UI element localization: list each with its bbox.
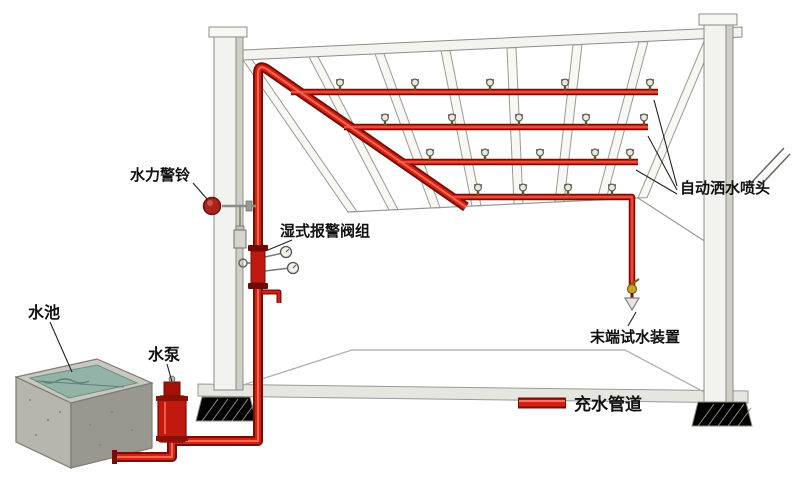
right-column-footing (691, 401, 753, 427)
water-surface (28, 364, 139, 399)
wet-alarm-valve-group (238, 245, 300, 289)
legend-label-charged-pipe: 充水管道 (574, 394, 642, 414)
label-water-pool: 水池 (28, 303, 60, 322)
labels: 水力警铃 湿式报警阀组 水池 水泵 自动洒水喷头 末端试水装置 (28, 166, 770, 364)
charged-water-pipe-sample (518, 397, 566, 409)
ceiling-beam-back (242, 26, 743, 61)
alarm-bell-icon (202, 196, 222, 216)
retard-chamber-icon (233, 229, 247, 249)
pump-icon (156, 375, 188, 443)
end-test-device-icon (623, 278, 641, 312)
alarm-bell-assembly (202, 196, 256, 249)
floor-slab (197, 349, 749, 404)
pipes-highlight (116, 66, 658, 458)
label-auto-sprinkler-heads: 自动洒水喷头 (680, 179, 770, 197)
pressure-gauge-icon (279, 245, 293, 259)
right-column (698, 13, 738, 403)
ceiling-front-edge (347, 197, 707, 243)
legend: 充水管道 (518, 394, 642, 414)
wall-break-mark (751, 147, 791, 189)
label-wet-alarm-valve-group: 湿式报警阀组 (280, 222, 370, 240)
left-column-footing (195, 396, 257, 422)
pressure-gauge-icon (286, 261, 300, 275)
test-funnel-icon (623, 297, 641, 312)
label-hydraulic-alarm-bell: 水力警铃 (130, 166, 191, 184)
label-end-test-device: 末端试水装置 (590, 328, 680, 346)
suction-flange (112, 450, 117, 464)
label-water-pump: 水泵 (148, 345, 180, 364)
water-tank (14, 358, 154, 469)
leader-lines (49, 99, 678, 383)
